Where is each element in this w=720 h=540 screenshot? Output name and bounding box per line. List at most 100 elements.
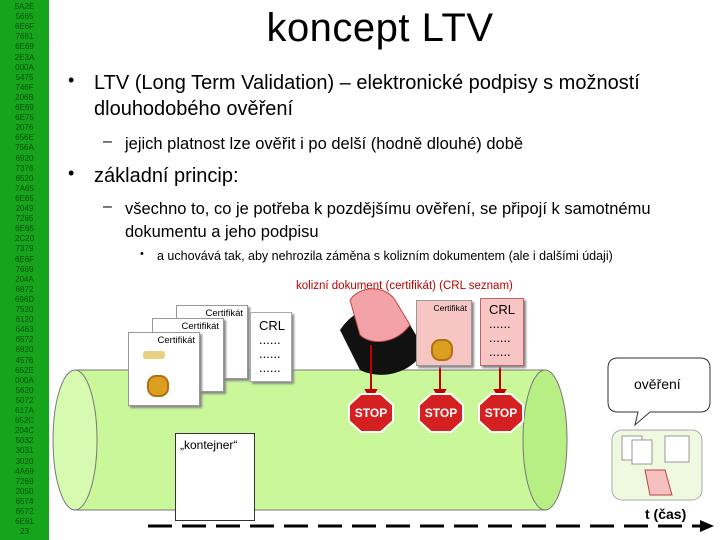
hex-line: 6E69 xyxy=(15,42,34,52)
hex-line: 7A65 xyxy=(15,183,34,193)
hex-line: 6520 xyxy=(15,173,34,183)
hex-line: 7661 xyxy=(15,32,34,42)
hex-line: 6E6F xyxy=(14,254,35,264)
stop-label: STOP xyxy=(484,406,518,420)
crl-dots: ...... xyxy=(259,346,281,361)
crl-dots: ...... xyxy=(489,330,511,345)
sub-bullet-attach-line2: dokumentu a jeho podpisu xyxy=(125,223,319,241)
hex-line: 2049 xyxy=(15,204,34,213)
hex-line: 6E65 xyxy=(15,224,34,234)
container-label: „kontejner“ xyxy=(180,438,238,452)
key-icon xyxy=(143,351,165,359)
hex-line: 5032 xyxy=(15,436,34,446)
certificate-label: Certifikát xyxy=(433,303,467,313)
hex-line: 6E69 xyxy=(15,103,34,112)
hex-line: 5665 xyxy=(15,12,34,22)
bullet-dot: • xyxy=(68,163,75,183)
hex-line: 6572 xyxy=(15,507,34,516)
hex-line: 3031 xyxy=(15,446,34,456)
hex-line: 652E xyxy=(15,365,34,375)
crl-dots: ...... xyxy=(489,344,511,359)
hex-line: 6920 xyxy=(15,345,34,355)
crl-title: CRL xyxy=(259,318,286,333)
hex-line: 2C20 xyxy=(14,234,35,244)
hex-line: 7669 xyxy=(15,264,34,274)
verified-container-icon xyxy=(611,429,703,501)
certificate-label: Certifikát xyxy=(181,321,219,332)
container-box: „kontejner“ xyxy=(175,433,255,521)
slide-title: koncept LTV xyxy=(266,6,494,50)
seal-icon xyxy=(147,375,169,397)
hex-line: 4A69 xyxy=(15,466,34,476)
stop-label: STOP xyxy=(354,406,388,420)
bullet-ltv-line2: dlouhodobého ověření xyxy=(94,98,294,120)
hex-line: 6920 xyxy=(15,153,34,163)
hex-line: 756A xyxy=(15,143,34,153)
crl-title: CRL xyxy=(489,302,516,317)
hex-line: 23 xyxy=(20,527,29,537)
sub-sub-bullet-storage: a uchovává tak, aby nehrozila záměna s k… xyxy=(157,249,613,263)
crl-card: CRL ...... ...... ...... xyxy=(250,312,292,382)
bullet-ltv-line1: LTV (Long Term Validation) – elektronick… xyxy=(94,72,640,94)
hex-line: 7269 xyxy=(15,476,34,486)
hex-line: 7520 xyxy=(15,305,34,314)
collision-document-label: kolizní dokument (certifikát) (CRL sezna… xyxy=(296,280,513,292)
hex-line: 204A xyxy=(15,274,34,284)
hex-line: 5620 xyxy=(15,385,34,395)
time-label: t (čas) xyxy=(645,506,687,522)
hex-line: 7379 xyxy=(15,244,34,254)
sub-bullet-validity: jejich platnost lze ověřit i po delší (h… xyxy=(125,135,524,153)
hex-line: 5A2E xyxy=(14,2,35,11)
certificate-card: Certifikát xyxy=(128,332,200,406)
hex-line: 000A xyxy=(15,62,34,72)
collision-certificate-card: Certifikát xyxy=(416,300,472,366)
hex-line: 3020 xyxy=(15,456,34,466)
bullet-principle: základní princip: xyxy=(94,165,239,187)
hex-line: 746F xyxy=(15,82,34,92)
hex-line: 6463 xyxy=(15,325,34,335)
hex-line: 6E61 xyxy=(15,517,34,527)
stop-sign-icon: STOP xyxy=(348,393,394,433)
certificate-label: Certifikát xyxy=(157,335,195,346)
hex-line: 5072 xyxy=(15,395,34,405)
hex-line: 204C xyxy=(14,426,35,436)
hex-line: 6572 xyxy=(15,335,34,345)
time-axis xyxy=(148,520,714,532)
seal-icon xyxy=(431,339,453,361)
sub-bullet-dash: – xyxy=(103,133,112,150)
stop-sign-icon: STOP xyxy=(478,393,524,433)
hex-line: 6E65 xyxy=(15,193,34,203)
hex-line: 2E3A xyxy=(14,52,35,62)
hex-line: 6120 xyxy=(15,315,34,325)
hex-line: 652C xyxy=(14,416,35,426)
crl-dots: ...... xyxy=(259,332,281,347)
hex-line: 5475 xyxy=(15,72,34,82)
stop-sign-icon: STOP xyxy=(418,393,464,433)
hex-line: 7376 xyxy=(15,163,34,173)
hex-line: 6E6F xyxy=(14,22,35,32)
sub-bullet-dash: – xyxy=(103,198,112,215)
hex-line: 4576 xyxy=(15,355,34,365)
hex-line: 6E75 xyxy=(15,113,34,123)
sub-bullet-attach-line1: všechno to, co je potřeba k pozdějšímu o… xyxy=(125,200,651,218)
certificate-label: Certifikát xyxy=(205,308,243,319)
hex-line: 7265 xyxy=(15,214,34,224)
hex-line: 206B xyxy=(15,92,34,102)
bullet-dot: • xyxy=(68,70,75,90)
hex-line: 6574 xyxy=(15,496,34,506)
hex-line: 656E xyxy=(15,133,34,143)
crl-dots: ...... xyxy=(489,316,511,331)
red-collision-document-icon xyxy=(349,288,411,343)
hex-line: 2050 xyxy=(15,486,34,496)
hex-line: 000A xyxy=(15,375,34,385)
hex-line: 2076 xyxy=(15,123,34,133)
crl-dots: ...... xyxy=(259,360,281,375)
stop-label: STOP xyxy=(424,406,458,420)
verification-bubble xyxy=(607,357,711,427)
hex-line: 6972 xyxy=(15,284,34,294)
hex-line: 696D xyxy=(14,294,35,304)
sub-sub-bullet-dot: • xyxy=(140,248,144,260)
collision-crl-card: CRL ...... ...... ...... xyxy=(480,298,524,366)
